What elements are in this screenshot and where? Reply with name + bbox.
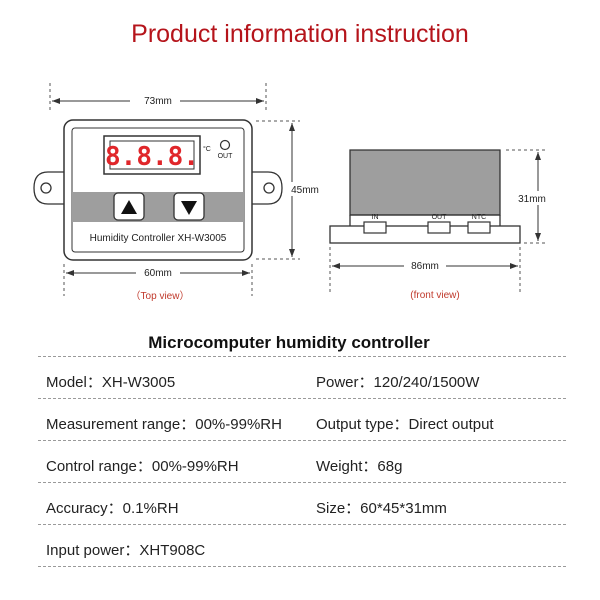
out-indicator-label: OUT [218,153,234,160]
front-width-label: 86mm [411,261,439,272]
divider [38,482,566,483]
spec-control-range: Control range：00%-99%RH [46,458,239,475]
spec-size: Size：60*45*31mm [316,500,447,517]
product-label: Humidity Controller XH-W3005 [90,233,227,244]
divider [38,398,566,399]
front-height-label: 31mm [518,194,546,205]
port-label-out: OUT [432,214,448,221]
unit-symbol: °C [203,145,211,153]
out-terminal [427,221,451,234]
page-title: Product information instruction [131,20,469,48]
out-indicator-led [219,139,231,151]
spec-measurement-range: Measurement range：00%-99%RH [46,416,282,433]
front-view-caption: (front view) [410,290,459,301]
triangle-up-icon [121,200,137,214]
display-digits: 8.8.8. [105,142,199,172]
spec-weight: Weight：68g [316,458,403,475]
down-button[interactable] [173,192,205,221]
spec-heading: Microcomputer humidity controller [148,333,430,352]
spec-power: Power：120/240/1500W [316,374,480,391]
front-housing [349,149,501,216]
front-base [329,225,521,244]
top-inner-width-label: 60mm [144,268,172,279]
divider [38,356,566,357]
keypad-band [72,192,244,222]
left-mounting-ear [33,171,66,205]
up-button[interactable] [113,192,145,221]
triangle-down-icon [181,201,197,215]
port-label-in: IN [372,214,379,221]
spec-input-power: Input power：XHT908C [46,542,206,559]
port-label-ntc: NTC [472,214,486,221]
ntc-terminal [467,221,491,234]
right-mounting-ear [250,171,283,205]
spec-output-type: Output type：Direct output [316,416,494,433]
divider [38,524,566,525]
in-terminal [363,221,387,234]
top-height-label: 45mm [291,185,319,196]
dimension-diagram: 73mm 8.8.8. °C OUT Humidity Contro [33,83,552,302]
divider [38,440,566,441]
top-width-label: 73mm [144,96,172,107]
front-view-diagram: IN OUT NTC 31mm 86mm (front view) [329,149,552,301]
spec-accuracy: Accuracy：0.1%RH [46,500,179,517]
top-view-diagram: 73mm 8.8.8. °C OUT Humidity Contro [33,83,325,302]
divider [38,566,566,567]
top-view-caption: （Top view） [131,290,190,302]
spec-model: Model：XH-W3005 [46,374,176,391]
